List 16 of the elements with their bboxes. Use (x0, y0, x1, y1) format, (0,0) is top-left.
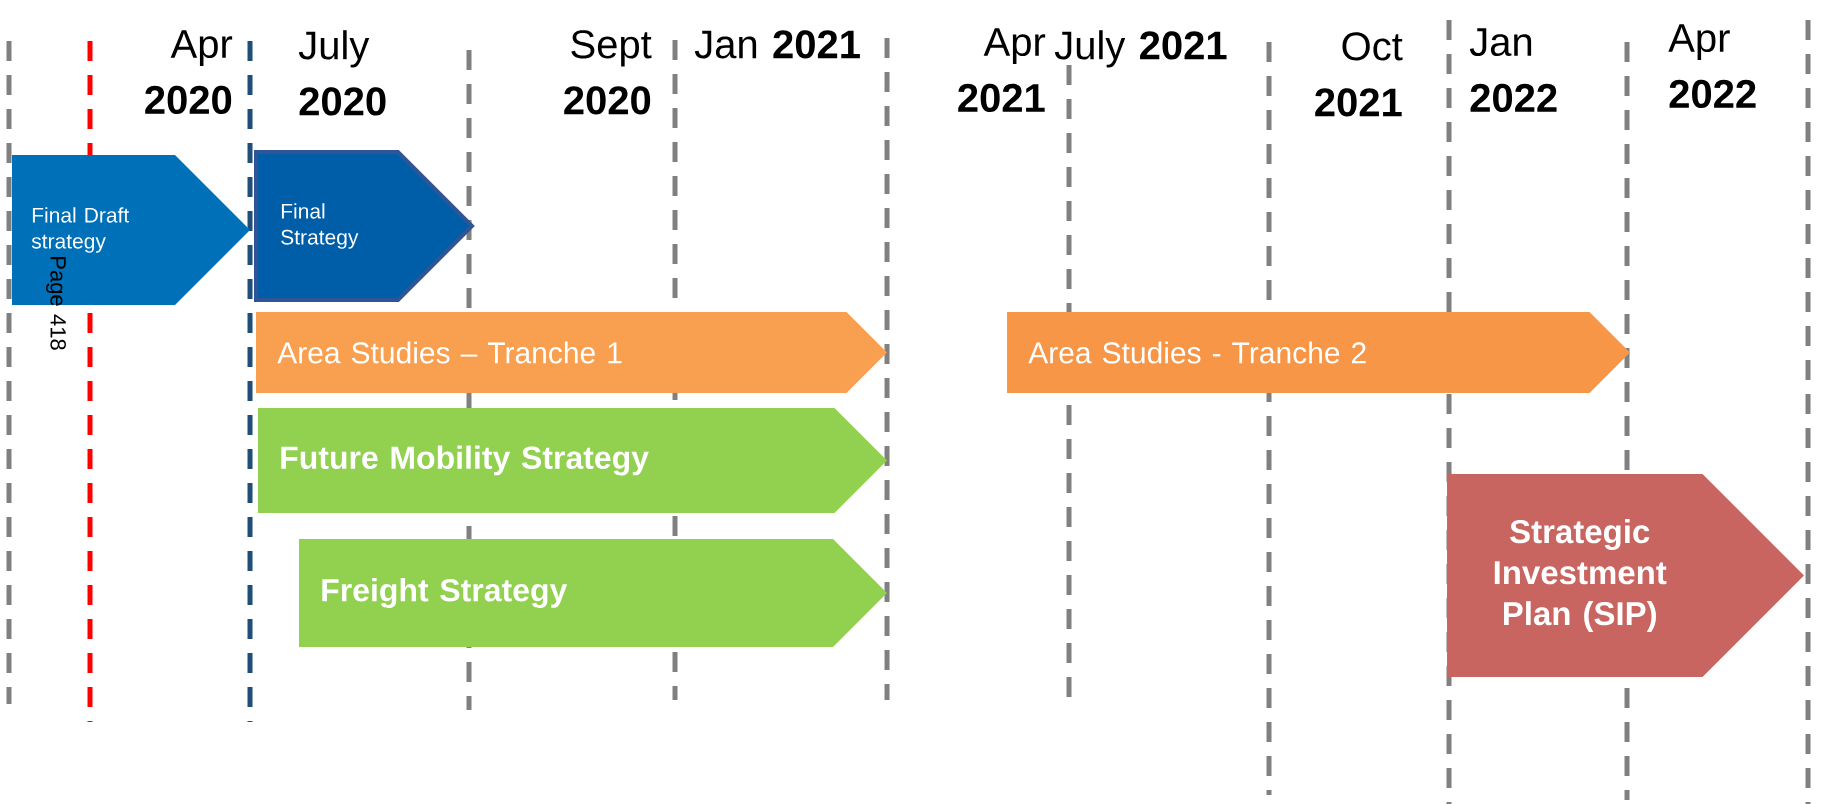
date-label: Apr 2022 (1668, 24, 1756, 109)
phase-bar: Future Mobility Strategy (258, 408, 887, 513)
date-label: Apr 2020 (145, 30, 233, 115)
date-label: July 2021 (1054, 30, 1227, 68)
phase-bar: Final Strategy (254, 150, 475, 302)
phase-bar: Area Studies - Tranche 2 (1007, 312, 1630, 393)
date-label: Jan 2022 (1469, 28, 1557, 113)
phase-bar: Area Studies – Tranche 1 (256, 312, 887, 393)
date-label: Oct 2021 (1315, 32, 1403, 117)
date-label: Apr 2021 (958, 28, 1046, 113)
page-number: Page 418 (46, 257, 66, 350)
date-label: Sept 2020 (564, 30, 652, 115)
phase-bar: Freight Strategy (299, 539, 887, 647)
phase-bar: Strategic Investment Plan (SIP) (1447, 474, 1804, 677)
date-label: Jan 2021 (694, 30, 860, 59)
date-label: July 2020 (298, 30, 386, 116)
